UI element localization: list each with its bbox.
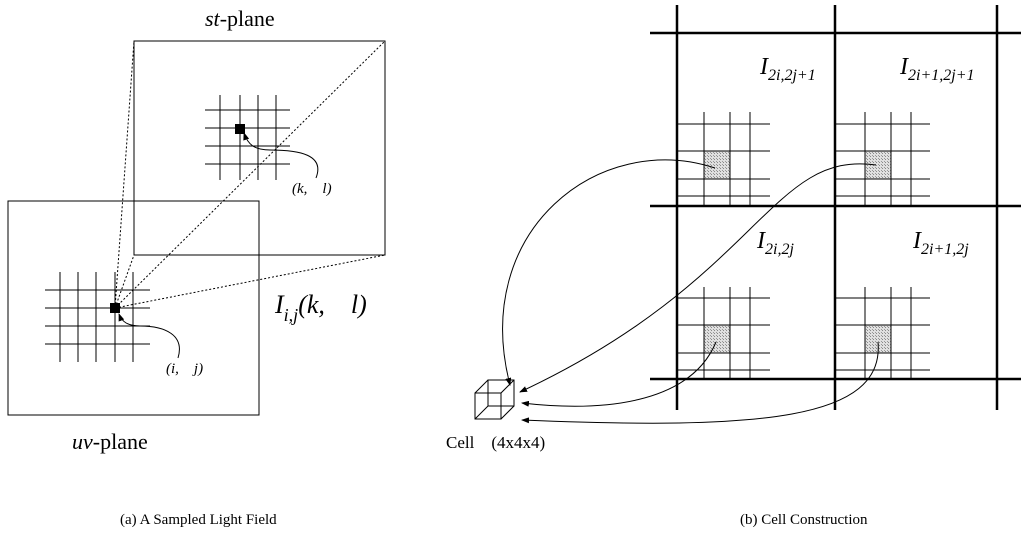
cell-cube-icon <box>474 379 515 420</box>
arrow-top-left <box>502 159 716 386</box>
sample-grid-bottom-left <box>677 287 770 379</box>
sample-grid-top-right <box>835 112 930 206</box>
st-plane-label: st-plane <box>205 6 275 31</box>
uv-pointer-curve <box>118 313 180 359</box>
panel-a: st-plane uv-plane (k, l) <box>7 6 386 528</box>
image-label-3: I2i+1,2j <box>912 228 969 258</box>
image-label-1: I2i+1,2j+1 <box>899 54 974 84</box>
frustum-line-tr <box>114 40 386 309</box>
shaded-cell <box>704 325 730 353</box>
arrow-top-right <box>519 163 877 393</box>
sample-grid-bottom-right <box>835 287 930 379</box>
uv-plane-label: uv-plane <box>72 429 148 454</box>
image-grid <box>650 5 1021 410</box>
uv-grid <box>45 272 150 362</box>
panel-b: I2i,2j+1 I2i+1,2j+1 I2i,2j I2i+1,2j <box>446 5 1021 528</box>
frustum-line-bl <box>114 254 135 309</box>
st-grid <box>205 95 290 180</box>
st-pointer-curve <box>243 132 319 179</box>
arrow-bottom-right <box>521 341 879 424</box>
point-kl-label: (k, l) <box>292 181 332 197</box>
shaded-cell <box>704 151 730 179</box>
uv-sample-point <box>110 303 120 313</box>
st-sample-point <box>235 124 245 134</box>
uv-plane-rect <box>7 200 260 416</box>
arrow-bottom-left <box>521 341 717 407</box>
caption-a: (a) A Sampled Light Field <box>120 512 277 528</box>
ray-label: Ii,j(k, l) <box>274 290 367 325</box>
image-label-2: I2i,2j <box>756 228 794 258</box>
frustum-line-tl <box>114 40 135 309</box>
cell-label: Cell (4x4x4) <box>446 433 545 452</box>
sample-grid-top-left <box>677 112 770 206</box>
shaded-cell <box>865 151 891 179</box>
frustum-line-br <box>114 254 386 309</box>
image-label-0: I2i,2j+1 <box>759 54 816 84</box>
caption-b: (b) Cell Construction <box>740 512 868 528</box>
point-ij-label: (i, j) <box>166 361 203 377</box>
